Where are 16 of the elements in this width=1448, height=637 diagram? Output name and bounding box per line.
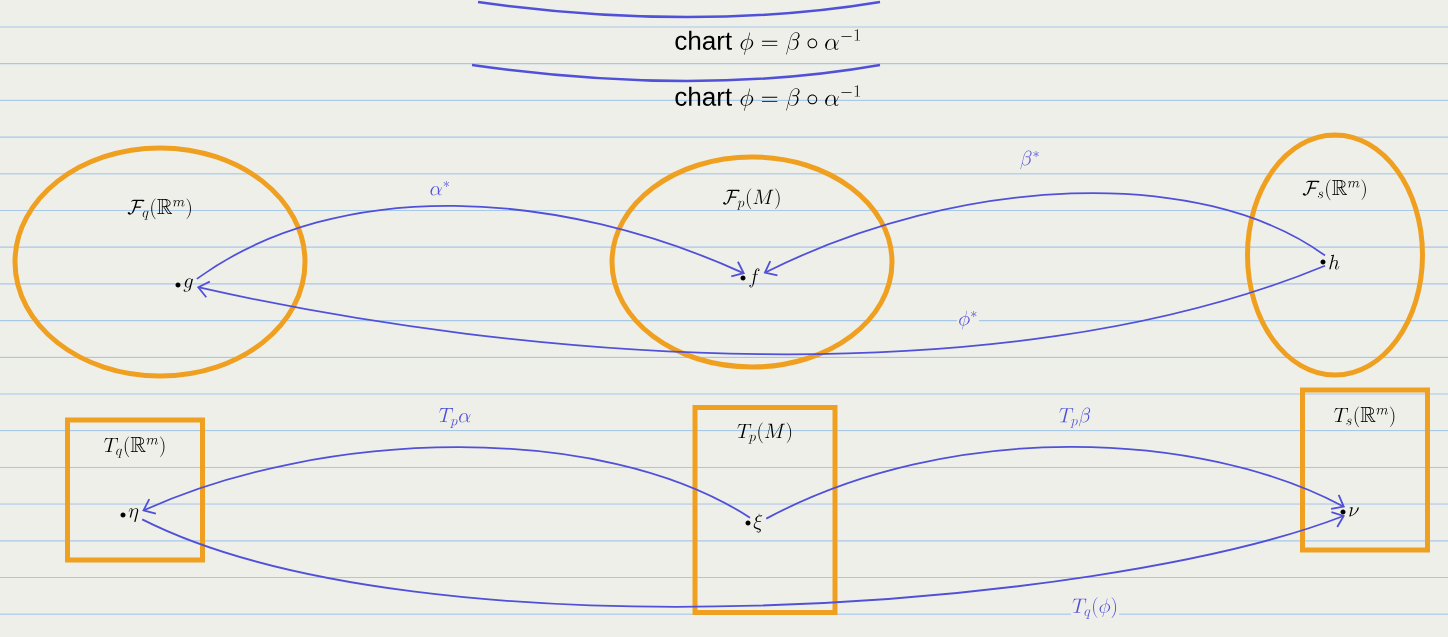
formula-label: $\mathrm{chart}\ \phi=\beta\circ\alpha^{-1}$ <box>675 85 860 111</box>
point-label: $\xi$ <box>745 513 763 533</box>
arrow <box>196 264 1326 356</box>
point-label: $g$ <box>175 278 193 292</box>
point-label: $\eta$ <box>120 508 139 522</box>
arrow <box>196 204 745 280</box>
point-label: $\nu$ <box>1340 507 1359 517</box>
formula-label: $\mathrm{chart}\ \phi=\beta\circ\alpha^{-1}$ <box>675 29 860 55</box>
arrow <box>142 446 751 519</box>
point-label: $f$ <box>740 268 760 288</box>
edge-label: $\phi^*$ <box>957 309 979 331</box>
point-label: $h$ <box>1320 254 1340 270</box>
arrow <box>141 511 1345 608</box>
edge-label: $T_q(\phi)$ <box>1071 596 1119 620</box>
arrow <box>763 192 1326 277</box>
arrow <box>765 445 1345 520</box>
